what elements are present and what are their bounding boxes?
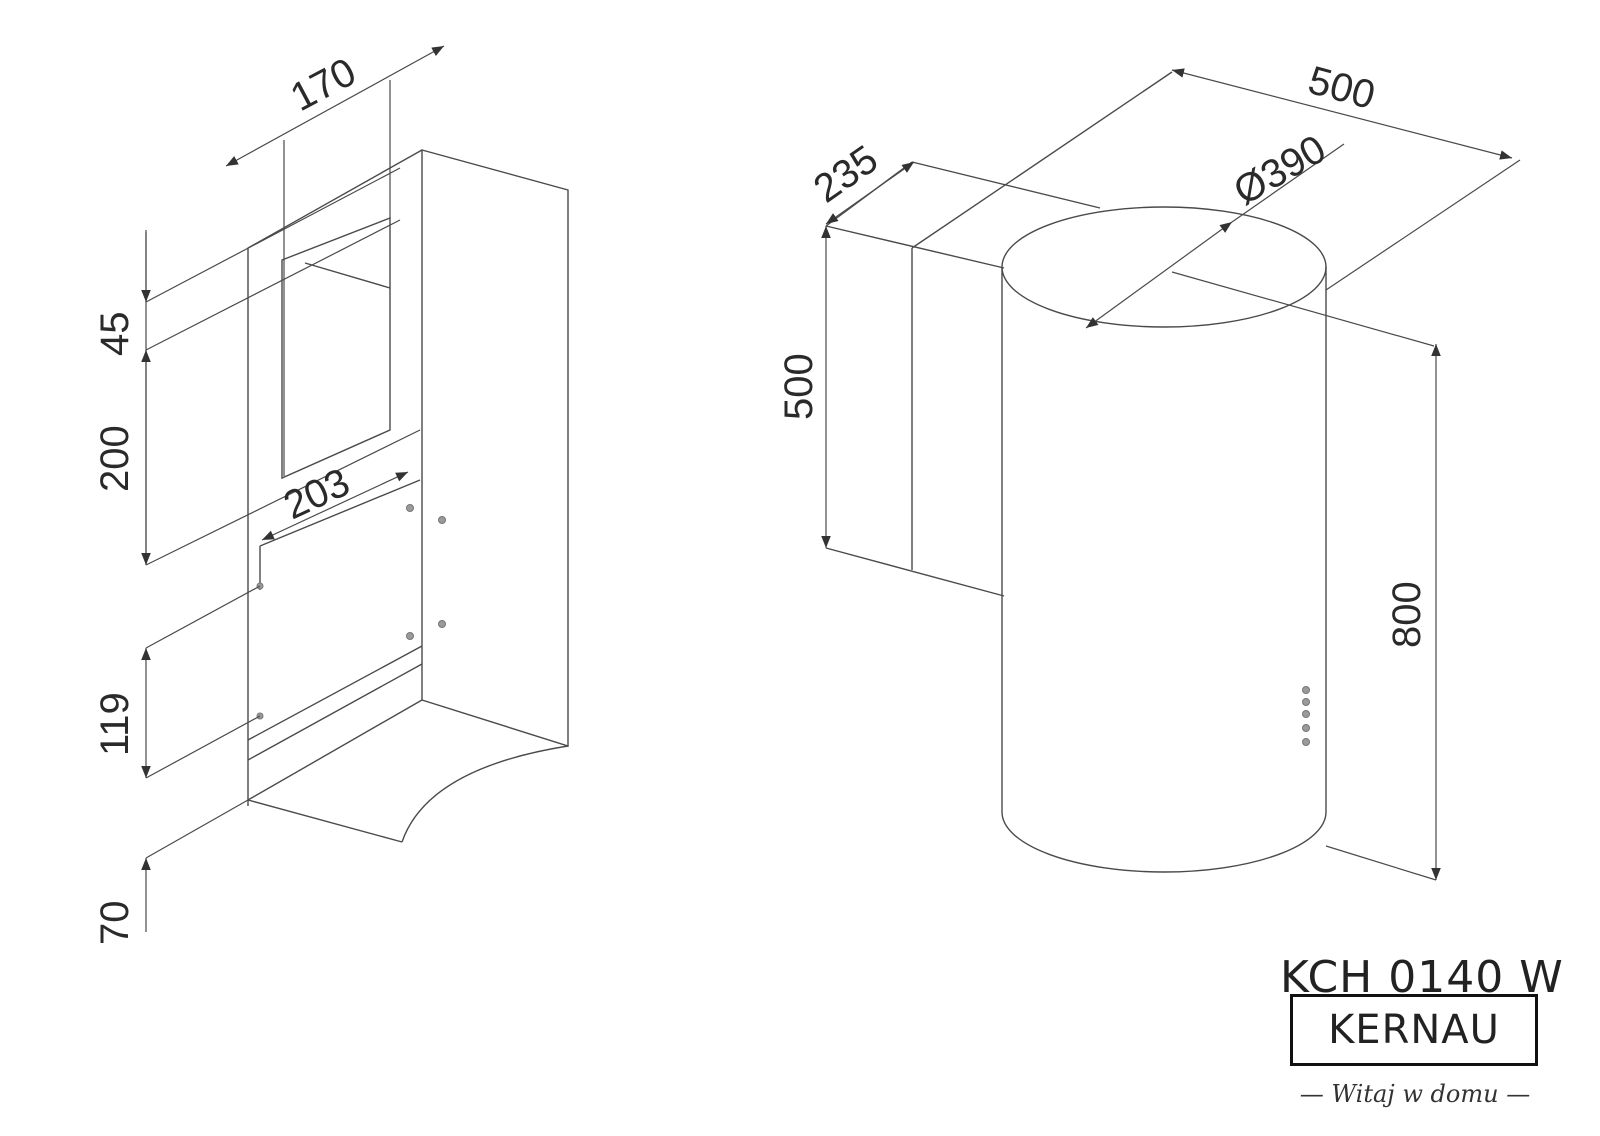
dim-800: 800	[1385, 581, 1429, 648]
dim-diameter-390: Ø390	[1227, 127, 1334, 214]
dim-45: 45	[93, 312, 137, 357]
dim-203: 203	[277, 460, 356, 528]
brand-logo: KERNAU	[1328, 1007, 1500, 1053]
left-view-dimensions: 170 45 200 203 119 70	[93, 45, 445, 946]
brand-tagline: — Witaj w domu —	[1299, 1080, 1531, 1108]
dim-170: 170	[284, 50, 364, 120]
brand-logo-box: KERNAU	[1290, 994, 1538, 1066]
dim-235: 235	[806, 137, 886, 211]
right-view-dimensions: 500 235 Ø390 500 800	[777, 58, 1521, 881]
dim-70: 70	[93, 901, 137, 946]
right-view-body	[825, 71, 1327, 873]
dim-200: 200	[93, 425, 137, 492]
dim-119: 119	[93, 692, 137, 756]
dim-500-height: 500	[777, 353, 821, 420]
dim-500-width: 500	[1304, 58, 1380, 118]
